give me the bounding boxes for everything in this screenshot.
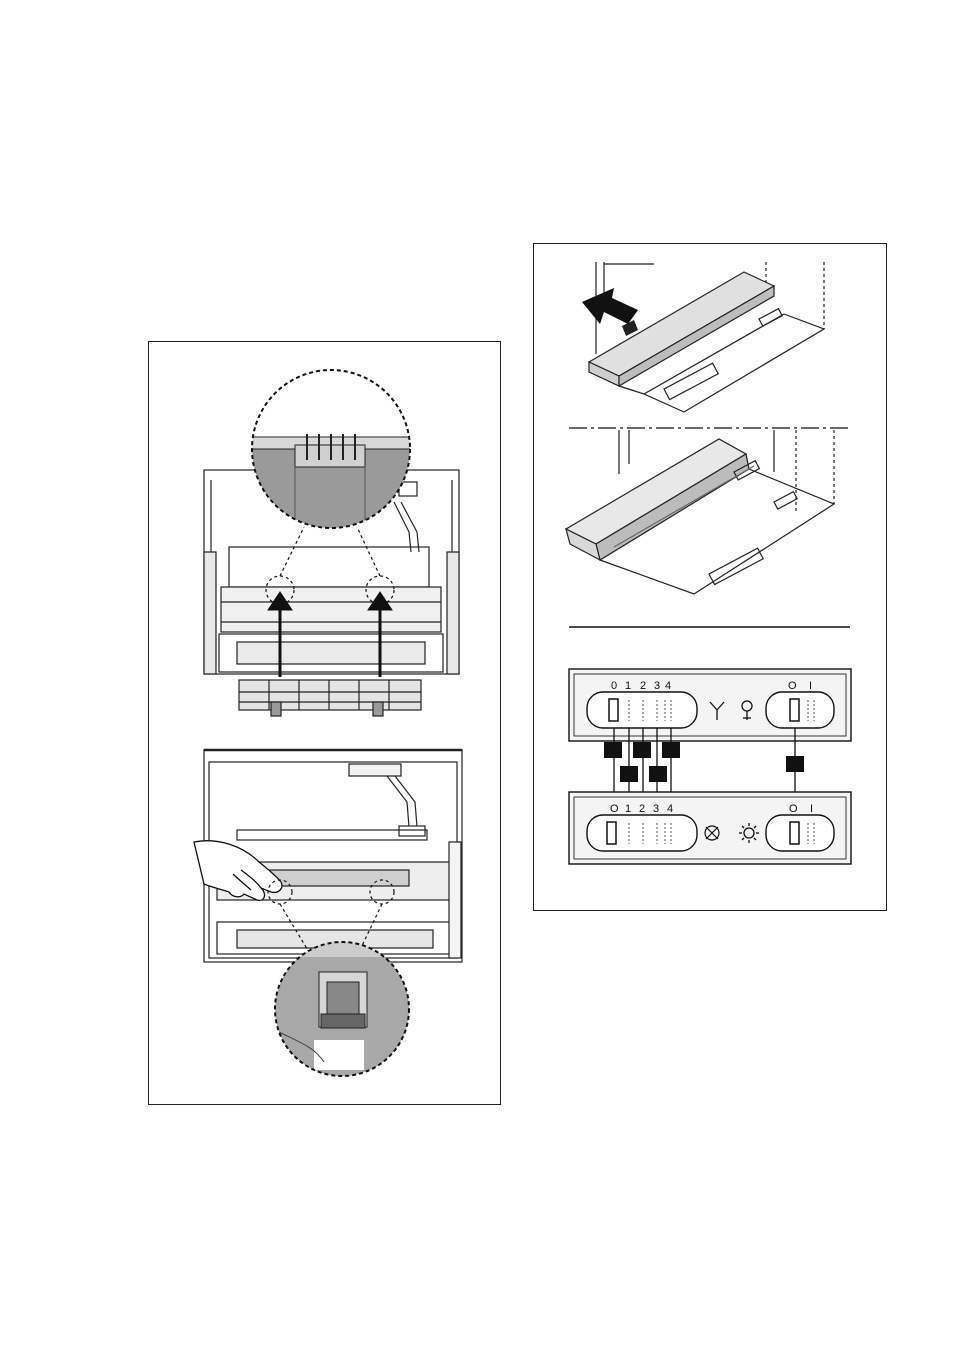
fan-slider-bottom[interactable] xyxy=(587,815,697,851)
fan-scale-top-3: 3 xyxy=(654,680,660,692)
fan-knob-top[interactable] xyxy=(609,699,618,721)
fan-scale-top-0: 0 xyxy=(611,680,617,692)
light-scale-bottom-off: O xyxy=(789,803,798,815)
right-figure-panel: 0 1 2 3 4 O I xyxy=(533,243,887,911)
left-figure-panel xyxy=(148,341,501,1105)
left-illustration xyxy=(149,342,502,1106)
grease-filter xyxy=(239,680,421,710)
light-knob-bottom[interactable] xyxy=(790,822,799,844)
hood-extended-figure xyxy=(566,430,834,594)
light-scale-top-off: O xyxy=(788,680,797,692)
light-knob-top[interactable] xyxy=(790,699,799,721)
right-illustration: 0 1 2 3 4 O I xyxy=(534,244,888,912)
zoom-detail-top xyxy=(249,370,419,537)
push-arrow xyxy=(582,288,638,336)
light-scale-bottom-on: I xyxy=(810,803,813,815)
control-panel-top: 0 1 2 3 4 O I xyxy=(569,669,851,741)
fan-scale-top-1: 1 xyxy=(625,680,631,692)
fan-scale-bottom-1: 1 xyxy=(625,803,631,815)
callout-boxes xyxy=(604,742,804,782)
light-switch-top[interactable] xyxy=(766,692,834,728)
fan-scale-bottom-2: 2 xyxy=(639,803,645,815)
light-scale-top-on: I xyxy=(809,680,812,692)
fan-scale-bottom-0: O xyxy=(610,803,619,815)
fan-scale-bottom-3: 3 xyxy=(653,803,659,815)
fan-scale-top-2: 2 xyxy=(640,680,646,692)
control-panel-bottom: O 1 2 3 4 xyxy=(569,792,851,864)
light-switch-bottom[interactable] xyxy=(766,815,834,851)
fan-scale-top-4: 4 xyxy=(665,680,671,692)
fan-slider-top[interactable] xyxy=(587,692,697,728)
inner-frame xyxy=(229,547,429,587)
hood-closed-figure xyxy=(589,262,824,412)
fan-scale-bottom-4: 4 xyxy=(667,803,673,815)
fan-knob-bottom[interactable] xyxy=(607,822,616,844)
